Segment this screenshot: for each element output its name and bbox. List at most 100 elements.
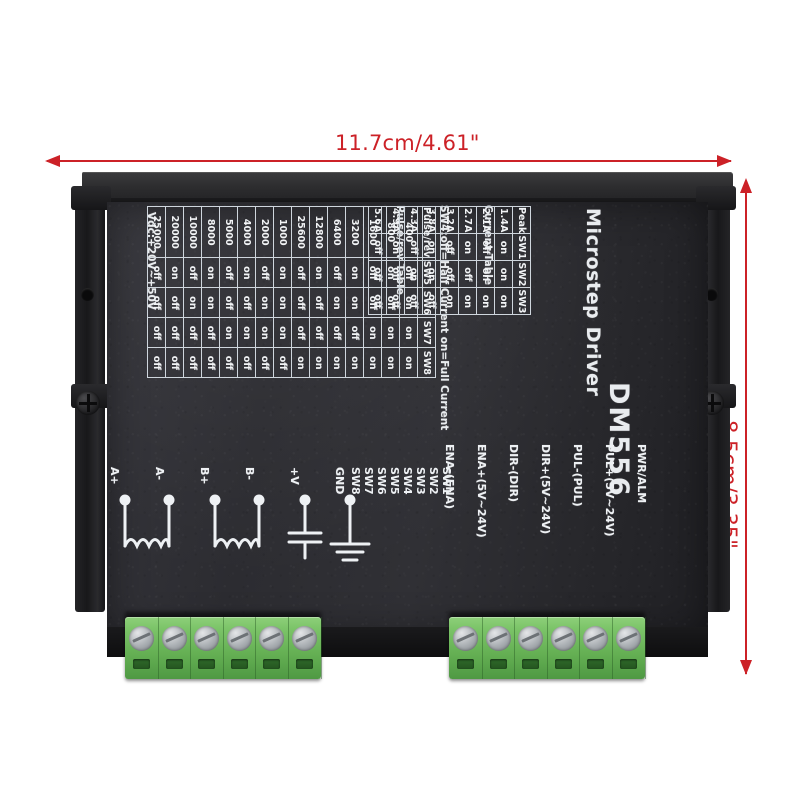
table-cell: 25600 bbox=[291, 206, 310, 258]
table-cell: on bbox=[255, 287, 274, 318]
table-cell: on bbox=[309, 257, 328, 288]
column-header: SW3 bbox=[512, 287, 531, 315]
signal-screw-terminal[interactable] bbox=[449, 617, 483, 679]
terminal-screw-icon[interactable] bbox=[226, 626, 252, 651]
dip-switch-label-sw6: SW6 bbox=[375, 467, 388, 495]
terminal-schematic-glyphs bbox=[107, 472, 397, 622]
table-cell: off bbox=[440, 233, 459, 261]
signal-terminal-label-ena-ena: ENA-(ENA) bbox=[443, 444, 456, 510]
table-cell: off bbox=[201, 347, 220, 378]
wire-entry-hole[interactable] bbox=[554, 659, 572, 669]
table-cell: on bbox=[494, 287, 513, 315]
width-arrow-right-icon bbox=[717, 155, 732, 167]
wire-entry-hole[interactable] bbox=[230, 659, 248, 669]
power-terminal-label-v: +V bbox=[288, 467, 301, 485]
wire-entry-hole[interactable] bbox=[457, 659, 474, 669]
signal-screw-terminal[interactable] bbox=[579, 617, 613, 679]
screw-slot-icon bbox=[132, 632, 151, 643]
table-cell: on bbox=[494, 260, 513, 288]
terminal-screw-icon[interactable] bbox=[259, 626, 285, 651]
dip-switch-label-sw3: SW3 bbox=[414, 467, 427, 495]
power-screw-terminal[interactable] bbox=[288, 617, 322, 679]
column-header: SW5 bbox=[417, 257, 436, 288]
terminal-screw-icon[interactable] bbox=[161, 626, 187, 651]
width-arrow-left-icon bbox=[45, 155, 60, 167]
table-cell: off bbox=[327, 317, 346, 348]
height-arrow-down-icon bbox=[740, 660, 752, 675]
power-terminal-label-b: B- bbox=[243, 467, 256, 480]
wire-entry-hole[interactable] bbox=[522, 659, 540, 669]
dip-switch-label-sw4: SW4 bbox=[401, 467, 414, 495]
signal-screw-terminal[interactable] bbox=[547, 617, 581, 679]
terminal-screw-icon[interactable] bbox=[129, 626, 154, 651]
column-header: SW2 bbox=[512, 260, 531, 288]
power-screw-terminal[interactable] bbox=[255, 617, 289, 679]
table-cell: 2000 bbox=[255, 206, 274, 258]
wire-entry-hole[interactable] bbox=[165, 659, 183, 669]
terminal-screw-icon[interactable] bbox=[485, 626, 511, 651]
wire-entry-hole[interactable] bbox=[263, 659, 281, 669]
terminal-screw-icon[interactable] bbox=[550, 626, 576, 651]
table-cell: off bbox=[291, 317, 310, 348]
case-texture bbox=[107, 202, 708, 636]
table-cell: off bbox=[147, 257, 166, 288]
table-cell: 12800 bbox=[309, 206, 328, 258]
power-screw-terminal[interactable] bbox=[223, 617, 257, 679]
power-screw-terminal[interactable] bbox=[158, 617, 192, 679]
table-cell: on bbox=[327, 287, 346, 318]
wire-entry-hole[interactable] bbox=[133, 659, 150, 669]
table-cell: on bbox=[237, 257, 256, 288]
terminal-screw-icon[interactable] bbox=[583, 626, 609, 651]
wire-entry-hole[interactable] bbox=[198, 659, 216, 669]
signal-terminal-block[interactable] bbox=[449, 617, 646, 679]
wire-entry-hole[interactable] bbox=[489, 659, 507, 669]
table-cell: off bbox=[255, 257, 274, 288]
power-screw-terminal[interactable] bbox=[190, 617, 224, 679]
table-cell: off bbox=[291, 257, 310, 288]
table-cell: on bbox=[309, 347, 328, 378]
wire-entry-hole[interactable] bbox=[296, 659, 313, 669]
table-cell: off bbox=[147, 317, 166, 348]
wire-entry-hole[interactable] bbox=[587, 659, 605, 669]
power-terminal-block[interactable] bbox=[125, 617, 322, 679]
table-cell: 400 bbox=[399, 206, 418, 258]
mounting-tab-top-left bbox=[71, 186, 111, 210]
table-cell: on bbox=[381, 347, 400, 378]
table-cell: 20000 bbox=[165, 206, 184, 258]
table-cell: off bbox=[219, 347, 238, 378]
terminal-screw-icon[interactable] bbox=[518, 626, 544, 651]
signal-screw-terminal[interactable] bbox=[482, 617, 516, 679]
signal-terminal-label-pul-5v-24v: PUL+(5V~24V) bbox=[603, 444, 616, 537]
power-screw-terminal[interactable] bbox=[125, 617, 159, 679]
table-cell: on bbox=[165, 257, 184, 288]
terminal-screw-icon[interactable] bbox=[194, 626, 220, 651]
wire-entry-hole[interactable] bbox=[620, 659, 637, 669]
column-header: SW7 bbox=[417, 317, 436, 348]
signal-screw-terminal[interactable] bbox=[612, 617, 646, 679]
terminal-screw-icon[interactable] bbox=[616, 626, 641, 651]
device-case-face bbox=[107, 202, 708, 636]
width-dimension-label: 11.7cm/4.61" bbox=[335, 131, 480, 155]
table-cell: on bbox=[363, 317, 382, 348]
table-cell: off bbox=[291, 287, 310, 318]
table-cell: on bbox=[327, 347, 346, 378]
table-cell: off bbox=[327, 257, 346, 288]
table-cell: on bbox=[476, 287, 495, 315]
table-cell: 1600 bbox=[363, 206, 382, 258]
table-cell: off bbox=[183, 347, 202, 378]
table-cell: on bbox=[476, 260, 495, 288]
table-cell: on bbox=[273, 257, 292, 288]
terminal-screw-icon[interactable] bbox=[292, 626, 317, 651]
table-cell: 1.4A bbox=[494, 206, 513, 234]
terminal-screw-icon[interactable] bbox=[453, 626, 478, 651]
signal-screw-terminal[interactable] bbox=[514, 617, 548, 679]
table-cell: off bbox=[273, 347, 292, 378]
